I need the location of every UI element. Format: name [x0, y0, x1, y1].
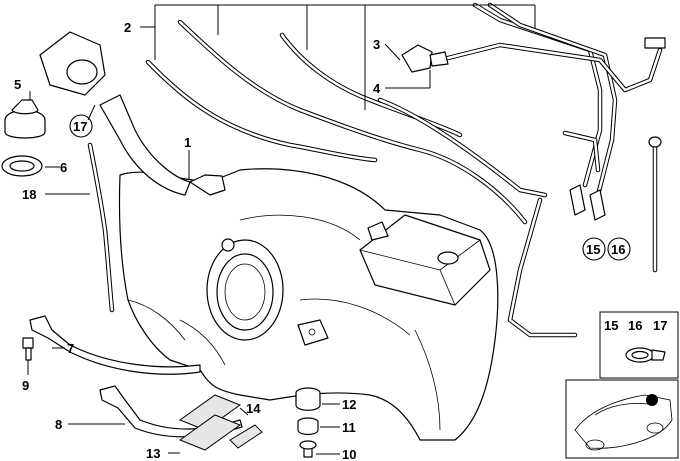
callout-12: 12 — [342, 397, 356, 412]
callout-18: 18 — [22, 187, 36, 202]
inset-car-box — [565, 379, 679, 459]
filler-housing — [39, 31, 106, 96]
rubber-mounts — [295, 387, 321, 458]
callout-13: 13 — [146, 446, 160, 461]
filler-neck — [99, 94, 191, 196]
tank-straps — [29, 315, 243, 438]
filler-cap — [4, 99, 46, 139]
callout-10: 10 — [342, 447, 356, 461]
callout-14: 14 — [246, 401, 261, 416]
inset-clamp-box: 15 16 17 — [599, 311, 679, 379]
tank-top-module — [359, 214, 491, 306]
callout-17-circled: 17 — [69, 114, 93, 138]
pads — [178, 394, 263, 451]
callout-11: 11 — [342, 420, 356, 435]
callout-5: 5 — [14, 77, 21, 92]
callout-1: 1 — [184, 135, 191, 150]
callout-17: 17 — [73, 119, 87, 134]
callout-15: 15 — [586, 242, 600, 257]
callout-9: 9 — [22, 378, 29, 393]
inset-label-15: 15 — [604, 318, 618, 333]
pump-opening — [206, 238, 284, 341]
callout-15-16-circled: 15 16 — [582, 237, 631, 261]
seal-ring — [1, 155, 43, 177]
fuel-tank — [118, 168, 499, 441]
callout-labels: 2 3 4 1 5 6 18 7 9 8 13 14 12 11 10 — [14, 20, 381, 461]
callout-4: 4 — [373, 81, 381, 96]
callout-6: 6 — [60, 160, 67, 175]
callout-7: 7 — [67, 341, 74, 356]
callout-3: 3 — [373, 37, 380, 52]
fuel-lines — [145, 2, 666, 338]
leader-lines — [27, 4, 536, 455]
inset-label-17: 17 — [653, 318, 667, 333]
callout-16: 16 — [611, 242, 625, 257]
inset-label-16: 16 — [628, 318, 642, 333]
location-dot — [646, 394, 658, 406]
callout-2: 2 — [124, 20, 131, 35]
callout-8: 8 — [55, 417, 62, 432]
bolt-9 — [22, 337, 34, 361]
